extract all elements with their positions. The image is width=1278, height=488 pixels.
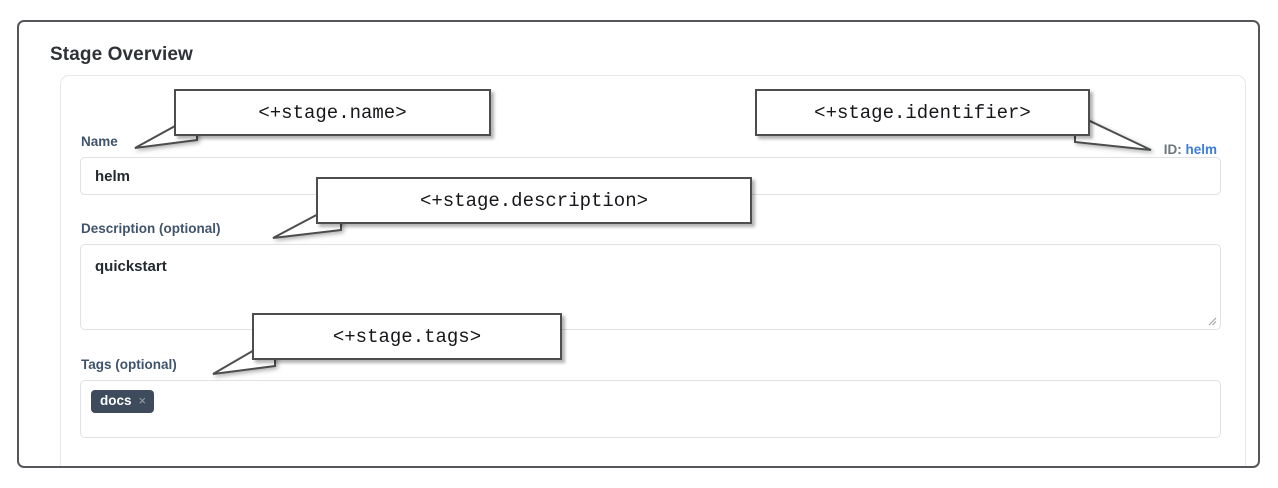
tag-chip-label: docs (100, 393, 132, 408)
annotation-stage-name: <+stage.name> (174, 89, 491, 136)
stage-identifier: ID: helm (1164, 142, 1217, 157)
identifier-value[interactable]: helm (1185, 142, 1217, 157)
name-field-label: Name (81, 134, 118, 149)
description-value: quickstart (95, 258, 167, 275)
tags-field-label: Tags (optional) (81, 357, 177, 372)
tags-input-container[interactable]: docs × (80, 380, 1221, 438)
close-icon[interactable]: × (138, 393, 147, 409)
annotation-stage-description: <+stage.description> (316, 177, 752, 224)
description-field-label: Description (optional) (81, 221, 221, 236)
screenshot-frame: Stage Overview Name ID: helm Description… (17, 20, 1260, 468)
resize-grip-icon[interactable] (1205, 314, 1217, 326)
identifier-label: ID: (1163, 142, 1182, 157)
annotation-stage-tags: <+stage.tags> (252, 313, 562, 360)
tag-chip[interactable]: docs × (91, 390, 155, 413)
annotation-stage-identifier: <+stage.identifier> (755, 89, 1090, 136)
page-title: Stage Overview (50, 44, 193, 65)
